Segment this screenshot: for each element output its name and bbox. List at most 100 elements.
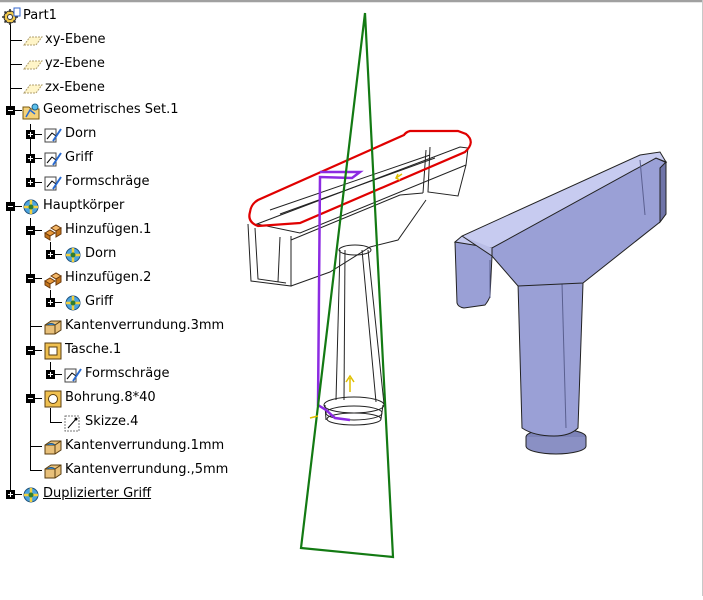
expand-tasche-formschraege-button[interactable] [46, 370, 55, 379]
tree-item-pocket-1[interactable]: Tasche.1 [43, 340, 122, 360]
tree-hline [10, 64, 22, 65]
tree-item-body-dorn[interactable]: Dorn [63, 244, 117, 264]
hole-icon [43, 389, 62, 408]
tree-item-sketch-dorn[interactable]: Dorn [43, 124, 97, 144]
tree-hline [10, 88, 22, 89]
tree-item-label: Bohrung.8*40 [65, 390, 156, 405]
expand-body-griff-button[interactable] [46, 298, 55, 307]
red-sketch-profile[interactable] [248, 129, 472, 228]
tree-hline [50, 374, 62, 375]
tree-line-hole [50, 408, 51, 422]
tree-item-label: Hauptkörper [43, 198, 125, 213]
tree-hline [30, 398, 42, 399]
wireframe-handle [247, 146, 469, 426]
tree-item-label: Kantenverrundung.1mm [65, 438, 225, 453]
expand-formschraege-button[interactable] [26, 178, 35, 187]
collapse-geoset-button[interactable] [6, 106, 15, 115]
tree-item-label: Duplizierter Griff [43, 486, 152, 501]
tree-item-sketch-griff[interactable]: Griff [43, 148, 94, 168]
tree-item-fillet-05mm[interactable]: Kantenverrundung.,5mm [43, 460, 229, 480]
tree-item-duplicated-handle[interactable]: Duplizierter Griff [21, 484, 152, 504]
tree-item-label: Formschräge [85, 366, 170, 381]
tree-item-label: Geometrisches Set.1 [43, 102, 179, 117]
tree-item-yz-plane[interactable]: yz-Ebene [23, 54, 106, 74]
edge-fillet-icon [43, 317, 62, 335]
tree-hline [30, 182, 42, 183]
boolean-add-icon [43, 269, 62, 289]
solid-handle[interactable] [453, 151, 668, 455]
tree-item-geometric-set[interactable]: Geometrisches Set.1 [21, 100, 180, 120]
tree-hline [30, 278, 42, 279]
tree-item-add-1[interactable]: Hinzufügen.1 [43, 220, 152, 241]
tree-item-label: Kantenverrundung.3mm [65, 318, 225, 333]
tree-hline [30, 350, 42, 351]
tree-hline [30, 470, 42, 471]
collapse-bohrung-button[interactable] [26, 394, 35, 403]
body-icon [63, 293, 81, 311]
tree-item-label: xy-Ebene [45, 32, 106, 47]
tree-hline [10, 206, 22, 207]
boolean-add-icon [43, 221, 62, 241]
collapse-tasche-button[interactable] [26, 346, 35, 355]
sketch-icon [63, 413, 81, 432]
tree-item-sketch-4[interactable]: Skizze.4 [63, 412, 139, 432]
tree-item-label: Hinzufügen.2 [65, 270, 152, 285]
tree-item-add-2[interactable]: Hinzufügen.2 [43, 268, 152, 289]
3d-scene[interactable] [240, 0, 703, 596]
sketch-icon [43, 149, 62, 167]
tree-item-xy-plane[interactable]: xy-Ebene [23, 30, 107, 50]
tree-hline [10, 110, 22, 111]
tree-hline [50, 422, 62, 423]
tree-item-main-body[interactable]: Hauptkörper [21, 196, 125, 216]
tree-item-sketch-formschraege[interactable]: Formschräge [43, 172, 150, 192]
tree-item-label: zx-Ebene [45, 80, 105, 95]
purple-sketch-profile[interactable] [316, 170, 364, 422]
tree-hline [30, 134, 42, 135]
tree-item-zx-plane[interactable]: zx-Ebene [23, 78, 106, 98]
tree-hline [10, 40, 22, 41]
sketch-icon [43, 125, 62, 143]
tree-item-label: Hinzufügen.1 [65, 222, 152, 237]
3d-viewport[interactable] [240, 0, 703, 596]
tree-item-label: Tasche.1 [65, 342, 122, 357]
tree-item-label: Dorn [65, 126, 97, 141]
tree-item-hole[interactable]: Bohrung.8*40 [43, 388, 157, 408]
tree-item-label: Formschräge [65, 174, 150, 189]
expand-duplizierter-griff-button[interactable] [6, 490, 15, 499]
tree-line-pocket [50, 362, 51, 375]
expand-dorn-button[interactable] [26, 130, 35, 139]
window-frame-top [0, 0, 703, 2]
collapse-hinzufuegen2-button[interactable] [26, 274, 35, 283]
tree-item-body-griff[interactable]: Griff [63, 292, 114, 312]
tree-hline [30, 326, 42, 327]
pocket-icon [43, 341, 62, 360]
collapse-hauptkoerper-button[interactable] [6, 202, 15, 211]
collapse-hinzufuegen1-button[interactable] [26, 226, 35, 235]
axis-markers [309, 173, 403, 419]
expand-body-dorn-button[interactable] [46, 250, 55, 259]
tree-item-label: Dorn [85, 246, 117, 261]
tree-line-root [10, 22, 11, 493]
tree-item-label: Skizze.4 [85, 414, 139, 429]
draft-plane-outline[interactable] [299, 12, 395, 559]
tree-item-fillet-3mm[interactable]: Kantenverrundung.3mm [43, 316, 225, 336]
tree-item-label: Griff [65, 150, 93, 165]
gear-part-icon [1, 7, 21, 25]
tree-line-add2 [50, 290, 51, 303]
sketch-icon [43, 173, 62, 191]
tree-item-label: Part1 [23, 8, 57, 23]
plane-icon [23, 79, 43, 97]
tree-hline [30, 158, 42, 159]
specification-tree: Part1 xy-Ebene yz-Ebene zx-Ebene Geometr… [0, 0, 240, 520]
tree-item-sketch-pocket-formschraege[interactable]: Formschräge [63, 364, 170, 384]
body-icon [63, 245, 81, 263]
tree-root-part[interactable]: Part1 [1, 6, 58, 26]
tree-hline [50, 302, 62, 303]
body-icon [21, 485, 39, 503]
geometric-set-icon [21, 101, 40, 120]
tree-item-fillet-1mm[interactable]: Kantenverrundung.1mm [43, 436, 225, 456]
plane-icon [23, 55, 43, 73]
tree-line-add1 [50, 242, 51, 255]
expand-griff-button[interactable] [26, 154, 35, 163]
tree-item-label: Griff [85, 294, 113, 309]
